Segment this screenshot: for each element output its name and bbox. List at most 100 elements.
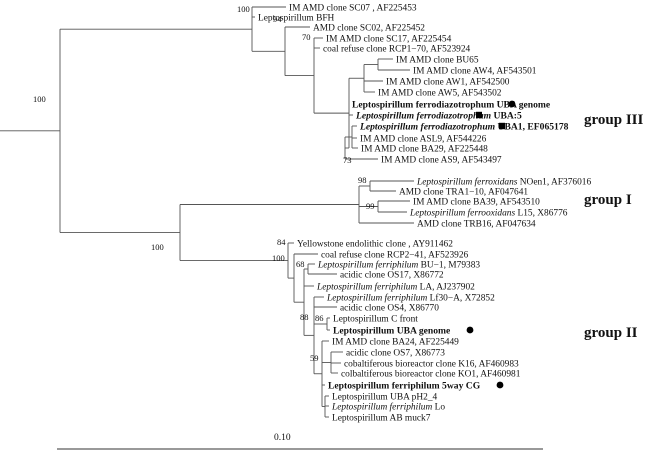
genome-circle-marker <box>508 100 516 108</box>
taxon-label-part: IM AMD clone BU65 <box>396 55 479 65</box>
taxon-label: IM AMD clone SC17, AF225454 <box>326 34 452 44</box>
taxon-label: Leptospirillum ferroxidans NOen1, AF3760… <box>416 176 591 187</box>
group-i-label: group I <box>584 192 632 208</box>
taxon-label-part: Lo <box>432 402 445 412</box>
taxon-label-part: acidic clone OS4, X86770 <box>340 303 439 313</box>
taxon-label: Leptospirillum ferriphilum Lo <box>331 401 445 412</box>
taxon-label: IM AMD clone AS9, AF543497 <box>381 155 502 165</box>
taxon-label: coal refuse clone RCP1−70, AF523924 <box>323 43 471 54</box>
taxon-label-part: Leptospirillum ferrodiazotrophum UBA gen… <box>352 99 551 110</box>
taxon-label-part: UBA1, EF065178 <box>495 121 568 132</box>
bootstrap-value: 98 <box>358 175 367 185</box>
taxon-label-part: Leptospirillum AB muck7 <box>332 413 431 423</box>
bootstrap-value: 100 <box>151 242 164 252</box>
taxon-label-part: IM AMD clone AS9, AF543497 <box>381 155 502 165</box>
taxon-label-part: coal refuse clone RCP1−70, AF523924 <box>323 43 471 54</box>
taxon-label-part: Leptospirillum ferrodiazotrophum <box>359 121 495 132</box>
taxon-label-part: acidic clone OS17, X86772 <box>340 270 444 280</box>
taxon-label-part: IM AMD clone AW5, AF543502 <box>378 88 502 98</box>
taxon-label-part: Lf30−A, X72852 <box>427 292 495 303</box>
taxon-label-part: colbaltiferous bioreactor clone KO1, AF4… <box>341 368 521 379</box>
group-ii-label: group II <box>584 325 638 341</box>
genome-circle-marker <box>496 381 504 389</box>
taxon-label: Leptospirillum ferrodiazotrophum UBA1, E… <box>359 121 569 132</box>
taxon-label-part: Leptospirillum BFH <box>258 13 335 23</box>
bootstrap-value: 73 <box>343 155 352 165</box>
taxon-label: Leptospirillum ferriphilum 5way CG <box>328 380 481 391</box>
taxon-label: Leptospirillum C front <box>333 313 418 324</box>
taxon-label-part: cobaltiferous bioreactor clone K16, AF46… <box>344 358 519 369</box>
genome-circle-marker <box>466 326 474 334</box>
taxon-label-part: AMD clone TRB16, AF047634 <box>417 219 536 229</box>
taxon-label: colbaltiferous bioreactor clone KO1, AF4… <box>341 368 521 379</box>
taxon-label-part: AMD clone SC02, AF225452 <box>313 23 425 33</box>
taxon-label-part: Leptospirillum UBA pH2_4 <box>332 392 438 402</box>
taxon-label-part: Leptospirillum UBA genome <box>333 325 451 336</box>
bootstrap-value: 86 <box>315 313 324 323</box>
taxon-label: IM AMD clone BU65 <box>396 55 479 65</box>
bootstrap-value: 59 <box>310 353 319 363</box>
taxon-label-part: L15, X86776 <box>515 208 568 218</box>
taxon-label: Leptospirillum ferrooxidans L15, X86776 <box>409 207 568 218</box>
taxon-label: IM AMD clone SC07 , AF225453 <box>289 3 417 13</box>
taxon-label-part: IM AMD clone SC07 , AF225453 <box>289 3 417 13</box>
bootstrap-value: 84 <box>277 237 286 247</box>
taxon-label-part: BU−1, M79383 <box>418 260 480 270</box>
taxon-label: IM AMD clone BA29, AF225448 <box>361 144 488 154</box>
taxon-label-part: IM AMD clone AW4, AF543501 <box>413 66 537 76</box>
isolate-square-marker <box>499 122 505 130</box>
taxon-label-part: Leptospirillum ferriphilum <box>331 401 432 412</box>
bootstrap-value: 99 <box>366 201 375 211</box>
taxon-label-part: acidic clone OS7, X86773 <box>346 348 445 358</box>
taxon-label: coal refuse clone RCP2−41, AF523926 <box>321 249 469 260</box>
taxon-label: IM AMD clone AW1, AF542500 <box>386 77 510 87</box>
taxon-label: IM AMD clone BA24, AF225449 <box>332 337 459 347</box>
group-iii-label: group III <box>584 112 643 128</box>
taxon-label-part: IM AMD clone BA24, AF225449 <box>332 337 459 347</box>
taxon-label-part: IM AMD clone ASL9, AF544226 <box>360 134 487 144</box>
taxon-label: acidic clone OS7, X86773 <box>346 348 445 358</box>
taxon-label: AMD clone SC02, AF225452 <box>313 23 425 33</box>
bootstrap-value: 94 <box>273 14 282 24</box>
taxon-label-part: Leptospirillum ferrodiazotrophum <box>355 110 491 121</box>
bootstrap-value: 100 <box>33 94 46 104</box>
taxon-label: acidic clone OS17, X86772 <box>340 270 444 280</box>
taxon-label: acidic clone OS4, X86770 <box>340 303 439 313</box>
taxon-label: Leptospirillum ferriphilum BU−1, M79383 <box>317 259 480 270</box>
taxon-label: Leptospirillum BFH <box>258 13 335 23</box>
taxon-label-part: Leptospirillum ferriphilum 5way CG <box>328 380 481 391</box>
taxon-label: Leptospirillum ferriphilum Lf30−A, X7285… <box>326 292 495 303</box>
taxon-label: AMD clone TRA1−10, AF047641 <box>399 187 528 197</box>
taxon-label: IM AMD clone AW4, AF543501 <box>413 66 537 76</box>
taxon-label: Yellowstone endolithic clone , AY911462 <box>297 239 453 249</box>
taxon-label-part: IM AMD clone AW1, AF542500 <box>386 77 510 87</box>
taxon-label-part: IM AMD clone BA29, AF225448 <box>361 144 488 154</box>
taxon-label: cobaltiferous bioreactor clone K16, AF46… <box>344 358 519 369</box>
taxon-label: IM AMD clone AW5, AF543502 <box>378 88 502 98</box>
bootstrap-value: 88 <box>300 312 309 322</box>
taxon-label: Leptospirillum AB muck7 <box>332 413 431 423</box>
taxon-label-part: NOen1, AF376016 <box>517 177 591 187</box>
taxon-label: IM AMD clone ASL9, AF544226 <box>360 134 487 144</box>
taxon-label-part: Leptospirillum ferriphilum <box>317 259 418 270</box>
bootstrap-value: 100 <box>237 4 250 14</box>
taxon-label: IM AMD clone BA39, AF543510 <box>413 197 540 207</box>
bootstrap-value: 100 <box>272 253 285 263</box>
bootstrap-value: 68 <box>296 259 305 269</box>
taxon-label: AMD clone TRB16, AF047634 <box>417 219 536 229</box>
taxon-label: Leptospirillum UBA genome <box>333 325 451 336</box>
taxon-label-part: coal refuse clone RCP2−41, AF523926 <box>321 249 469 260</box>
bootstrap-value: 70 <box>302 32 311 42</box>
taxon-label: Leptospirillum ferrodiazotrophum UBA:5 <box>355 110 522 121</box>
taxon-label-part: LA, AJ237902 <box>417 282 475 292</box>
taxon-label-part: Leptospirillum ferriphilum <box>316 281 417 292</box>
scale-bar-label: 0.10 <box>274 433 291 443</box>
genome-markers <box>466 100 516 389</box>
taxon-label-part: Leptospirillum ferrooxidans <box>409 207 515 218</box>
taxon-label-part: IM AMD clone SC17, AF225454 <box>326 34 452 44</box>
leaf-labels: IM AMD clone SC07 , AF225453Leptospirill… <box>258 3 591 423</box>
taxon-label-part: AMD clone TRA1−10, AF047641 <box>399 187 528 197</box>
taxon-label-part: IM AMD clone BA39, AF543510 <box>413 197 540 207</box>
taxon-label: Leptospirillum ferrodiazotrophum UBA gen… <box>352 99 551 110</box>
